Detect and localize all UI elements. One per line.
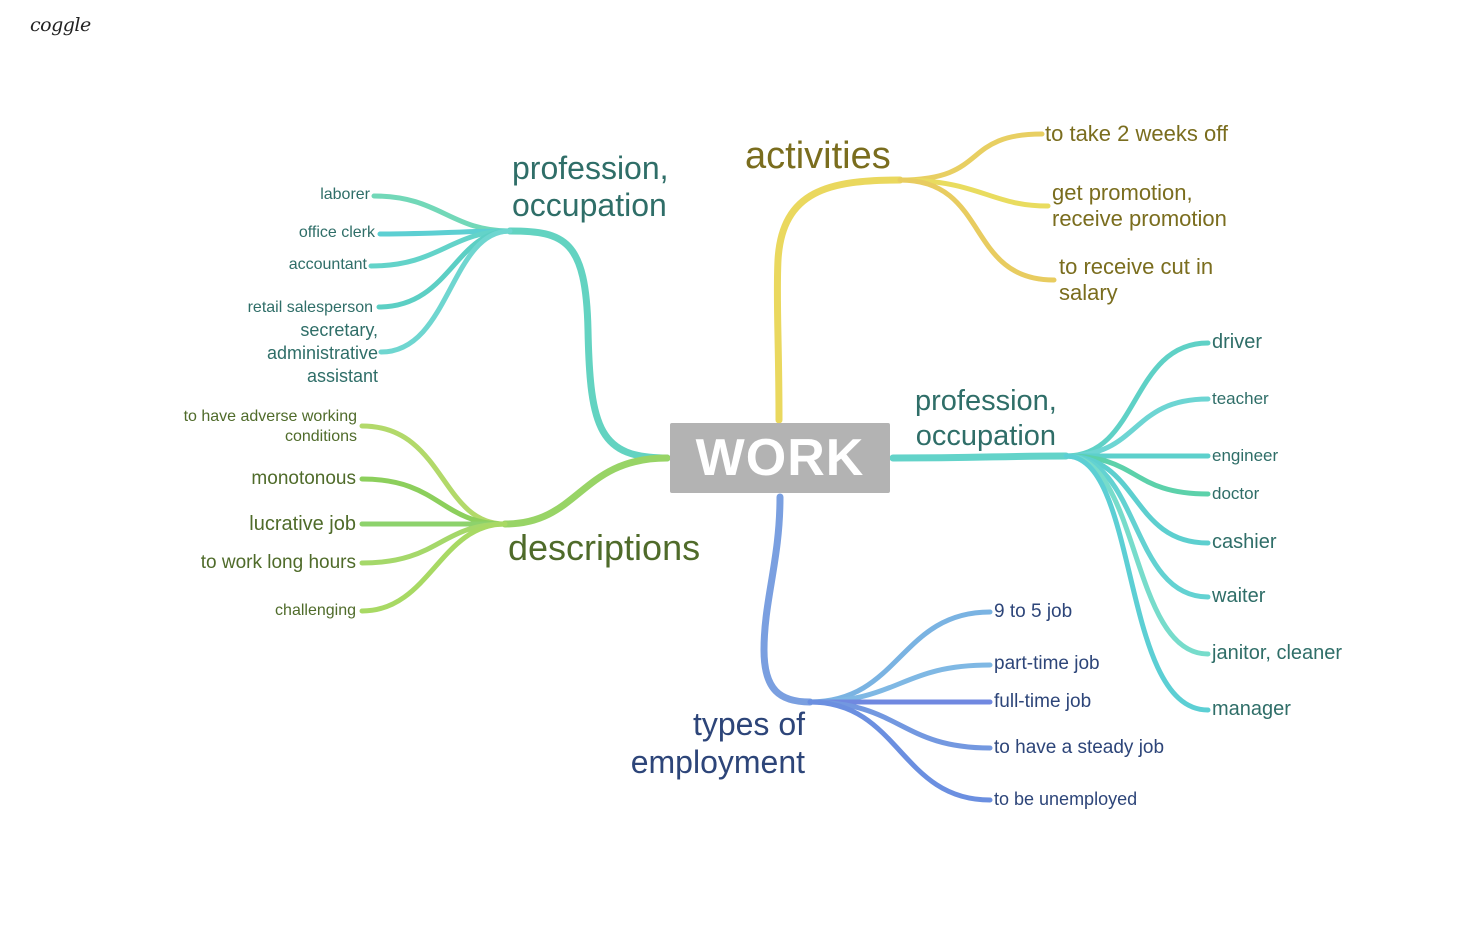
leaf-office-clerk[interactable]: office clerk (298, 224, 375, 241)
leaf-take-2-weeks-off[interactable]: to take 2 weeks off (1045, 121, 1229, 146)
leaf-steady-job[interactable]: to have a steady job (994, 737, 1165, 758)
leaf-janitor-cleaner[interactable]: janitor, cleaner (1212, 642, 1343, 664)
leaf-engineer[interactable]: engineer (1212, 446, 1279, 465)
leaf-retail-salesperson[interactable]: retail salesperson (247, 299, 373, 316)
leaf-monotonous[interactable]: monotonous (251, 468, 356, 489)
link-root-descriptions (501, 454, 671, 528)
link-9-to-5 (807, 609, 993, 705)
leaf-long-hours[interactable]: to work long hours (200, 552, 356, 573)
root-node-label: WORK (695, 429, 865, 487)
leaf-manager[interactable]: manager (1212, 698, 1291, 720)
coggle-logo: coggle (30, 14, 91, 36)
leaf-doctor[interactable]: doctor (1212, 484, 1260, 503)
branch-profession-left-label[interactable]: profession, occupation (512, 150, 669, 223)
leaf-secretary[interactable]: secretary, administrative assistant (266, 320, 378, 386)
leaf-full-time-job[interactable]: full-time job (994, 691, 1092, 712)
leaf-unemployed[interactable]: to be unemployed (994, 789, 1138, 809)
link-unemployed (807, 699, 993, 803)
leaf-laborer[interactable]: laborer (320, 186, 370, 203)
leaf-teacher[interactable]: teacher (1212, 389, 1269, 408)
leaf-cashier[interactable]: cashier (1212, 531, 1277, 553)
link-steady (807, 699, 993, 751)
link-take-off (897, 131, 1045, 183)
branch-types-of-employment-label[interactable]: types of employment (630, 706, 805, 780)
leaf-driver[interactable]: driver (1212, 331, 1263, 353)
link-root-types (760, 493, 814, 706)
link-manager (1063, 453, 1211, 713)
link-teacher (1063, 396, 1211, 459)
link-cut-salary (897, 177, 1057, 283)
link-challenging (359, 521, 508, 614)
link-root-profession-right (889, 452, 1070, 462)
leaf-9-to-5-job[interactable]: 9 to 5 job (994, 601, 1073, 622)
leaf-challenging[interactable]: challenging (275, 602, 356, 619)
leaf-cut-in-salary[interactable]: to receive cut in salary (1059, 254, 1214, 305)
link-root-activities (773, 176, 904, 424)
link-driver (1063, 340, 1211, 459)
branch-profession-right-label[interactable]: profession, occupation (915, 385, 1057, 452)
link-laborer (371, 193, 513, 234)
link-adverse (359, 423, 508, 527)
link-root-profession-left (506, 227, 671, 462)
root-node[interactable]: WORK (670, 423, 890, 493)
leaf-get-promotion[interactable]: get promotion, receive promotion (1052, 180, 1227, 231)
leaf-part-time-job[interactable]: part-time job (994, 653, 1100, 674)
link-secretary (378, 228, 513, 355)
leaf-adverse-conditions[interactable]: to have adverse working conditions (183, 408, 357, 445)
leaf-lucrative-job[interactable]: lucrative job (249, 513, 356, 535)
link-janitor (1063, 453, 1211, 657)
branch-descriptions-label[interactable]: descriptions (508, 527, 701, 568)
leaf-waiter[interactable]: waiter (1212, 585, 1266, 607)
leaf-accountant[interactable]: accountant (288, 256, 367, 273)
branch-activities-label[interactable]: activities (745, 135, 891, 177)
